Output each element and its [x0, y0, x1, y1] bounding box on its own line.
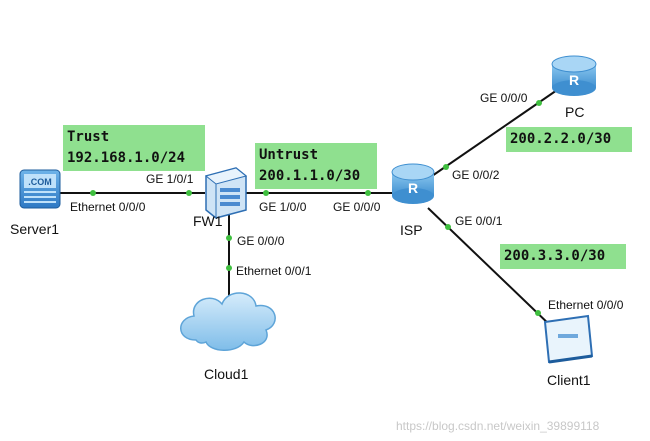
server-icon[interactable]: .COM [19, 169, 61, 209]
cloud-icon[interactable] [180, 292, 276, 351]
svg-text:R: R [408, 180, 418, 196]
untrust-zone-label: Untrust 200.1.1.0/30 [255, 143, 377, 189]
pc-network-label: 200.2.2.0/30 [506, 127, 632, 152]
port-label-cloud1-eth: Ethernet 0/0/1 [236, 264, 312, 278]
port-dot-client1 [535, 310, 541, 316]
port-dot-server1 [90, 190, 96, 196]
port-label-fw1-ge101: GE 1/0/1 [146, 172, 194, 186]
port-label-isp-ge000: GE 0/0/0 [333, 200, 381, 214]
port-label-isp-ge002: GE 0/0/2 [452, 168, 500, 182]
port-dot-pc [536, 100, 542, 106]
port-dot-fw1-ge101 [186, 190, 192, 196]
port-dot-isp-ge000 [365, 190, 371, 196]
device-label-server1: Server1 [10, 221, 60, 237]
port-label-fw1-ge000: GE 0/0/0 [237, 234, 285, 248]
client-network-label: 200.3.3.0/30 [500, 244, 626, 269]
router-pc-icon[interactable]: R [551, 55, 597, 96]
watermark: https://blog.csdn.net/weixin_39899118 [396, 419, 600, 433]
router-isp-icon[interactable]: R [391, 163, 435, 204]
trust-zone-name: Trust [67, 129, 110, 145]
firewall-icon[interactable] [204, 167, 248, 219]
port-dot-fw1-ge100 [263, 190, 269, 196]
trust-zone-label: Trust 192.168.1.0/24 [63, 125, 205, 171]
untrust-zone-name: Untrust [259, 147, 319, 163]
untrust-zone-network: 200.1.1.0/30 [259, 168, 361, 184]
device-label-pc: PC [565, 104, 585, 120]
port-label-isp-ge001: GE 0/0/1 [455, 214, 503, 228]
device-label-isp: ISP [400, 222, 423, 238]
port-dot-cloud1 [226, 265, 232, 271]
server-screen-text: .COM [28, 177, 52, 187]
port-dots [90, 100, 542, 316]
port-label-pc-ge000: GE 0/0/0 [480, 91, 528, 105]
port-label-server1-eth: Ethernet 0/0/0 [70, 200, 146, 214]
device-label-client1: Client1 [547, 372, 591, 388]
port-label-fw1-ge100: GE 1/0/0 [259, 200, 307, 214]
trust-zone-network: 192.168.1.0/24 [67, 150, 186, 166]
port-dot-isp-ge001 [445, 224, 451, 230]
port-label-client1-eth: Ethernet 0/0/0 [548, 298, 624, 312]
svg-text:R: R [569, 72, 579, 88]
client-network: 200.3.3.0/30 [504, 248, 606, 264]
client-icon[interactable] [543, 314, 594, 364]
port-dot-fw1-ge000 [226, 235, 232, 241]
pc-network: 200.2.2.0/30 [510, 131, 612, 147]
device-label-cloud1: Cloud1 [204, 366, 249, 382]
device-label-fw1: FW1 [193, 213, 223, 229]
port-dot-isp-ge002 [443, 164, 449, 170]
